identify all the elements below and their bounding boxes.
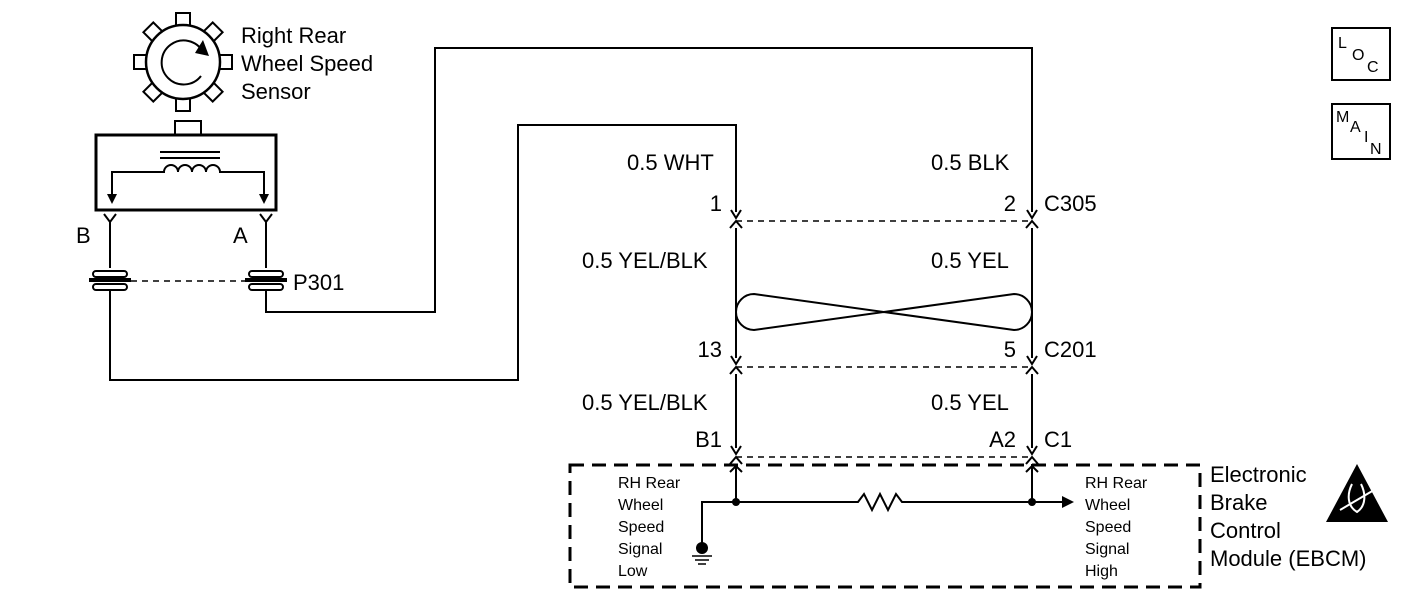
signal-low-line-1: RH Rear bbox=[618, 475, 681, 492]
c1-connector-symbol bbox=[729, 445, 1039, 465]
ground-icon bbox=[692, 542, 712, 565]
wire-b-to-c305-pin-1 bbox=[109, 124, 737, 381]
wire-label-mid-left: 0.5 YEL/BLK bbox=[582, 248, 708, 273]
ebcm-name-line-3: Control bbox=[1210, 518, 1281, 543]
signal-low-line-5: Low bbox=[618, 563, 648, 580]
loc-letter-c: C bbox=[1367, 59, 1379, 76]
c305-pin-left: 1 bbox=[710, 191, 722, 216]
loc-letter-l: L bbox=[1338, 35, 1347, 52]
c201-label: C201 bbox=[1044, 337, 1097, 362]
c201-pin-right: 5 bbox=[1004, 337, 1016, 362]
loc-letter-o: O bbox=[1352, 47, 1364, 64]
sensor-name-line-2: Wheel Speed bbox=[241, 51, 373, 76]
wire-label-lower-left: 0.5 YEL/BLK bbox=[582, 390, 708, 415]
wire-a-to-c305-pin-2 bbox=[265, 47, 1033, 313]
c1-pin-left: B1 bbox=[695, 427, 722, 452]
esd-warning-icon bbox=[1326, 464, 1388, 522]
terminal-a-label: A bbox=[233, 223, 248, 248]
signal-high-line-5: High bbox=[1085, 563, 1118, 580]
wire-label-lower-right: 0.5 YEL bbox=[931, 390, 1009, 415]
sensor-terminals bbox=[103, 213, 273, 268]
signal-low-line-3: Speed bbox=[618, 519, 664, 536]
c305-pin-right: 2 bbox=[1004, 191, 1016, 216]
ebcm-module-outline bbox=[568, 463, 1202, 589]
c201-connector-symbol bbox=[729, 355, 1039, 375]
main-letter-i: I bbox=[1364, 129, 1368, 146]
wire-label-upper-left: 0.5 WHT bbox=[627, 150, 714, 175]
c1-pin-right: A2 bbox=[989, 427, 1016, 452]
ebcm-name-line-4: Module (EBCM) bbox=[1210, 546, 1366, 571]
signal-low-line-4: Signal bbox=[618, 541, 662, 558]
ebcm-name-line-2: Brake bbox=[1210, 490, 1267, 515]
c305-label: C305 bbox=[1044, 191, 1097, 216]
main-letter-n: N bbox=[1370, 141, 1382, 158]
main-letter-a: A bbox=[1350, 119, 1361, 136]
sensor-name-line-1: Right Rear bbox=[241, 23, 346, 48]
signal-high-line-4: Signal bbox=[1085, 541, 1129, 558]
p301-label: P301 bbox=[293, 270, 344, 295]
c1-label: C1 bbox=[1044, 427, 1072, 452]
signal-high-line-1: RH Rear bbox=[1085, 475, 1148, 492]
sensor-name-line-3: Sensor bbox=[241, 79, 311, 104]
wire-label-mid-right: 0.5 YEL bbox=[931, 248, 1009, 273]
sensor-coil-housing bbox=[94, 120, 278, 212]
signal-high-line-3: Speed bbox=[1085, 519, 1131, 536]
ebcm-name-line-1: Electronic bbox=[1210, 462, 1307, 487]
c305-connector-symbol bbox=[729, 209, 1039, 229]
wire-label-upper-right: 0.5 BLK bbox=[931, 150, 1010, 175]
c201-pin-left: 13 bbox=[698, 337, 722, 362]
main-letter-m: M bbox=[1336, 109, 1349, 126]
signal-high-line-2: Wheel bbox=[1085, 497, 1130, 514]
wheel-speed-sensor-icon bbox=[133, 12, 233, 112]
terminal-b-label: B bbox=[76, 223, 91, 248]
main-button[interactable]: M A I N bbox=[1331, 103, 1391, 160]
loc-button[interactable]: L O C bbox=[1331, 27, 1391, 81]
p301-connector-symbol bbox=[89, 270, 287, 291]
ebcm-internal-circuit bbox=[701, 464, 1074, 548]
signal-low-line-2: Wheel bbox=[618, 497, 663, 514]
twisted-pair-symbol bbox=[735, 292, 1033, 332]
